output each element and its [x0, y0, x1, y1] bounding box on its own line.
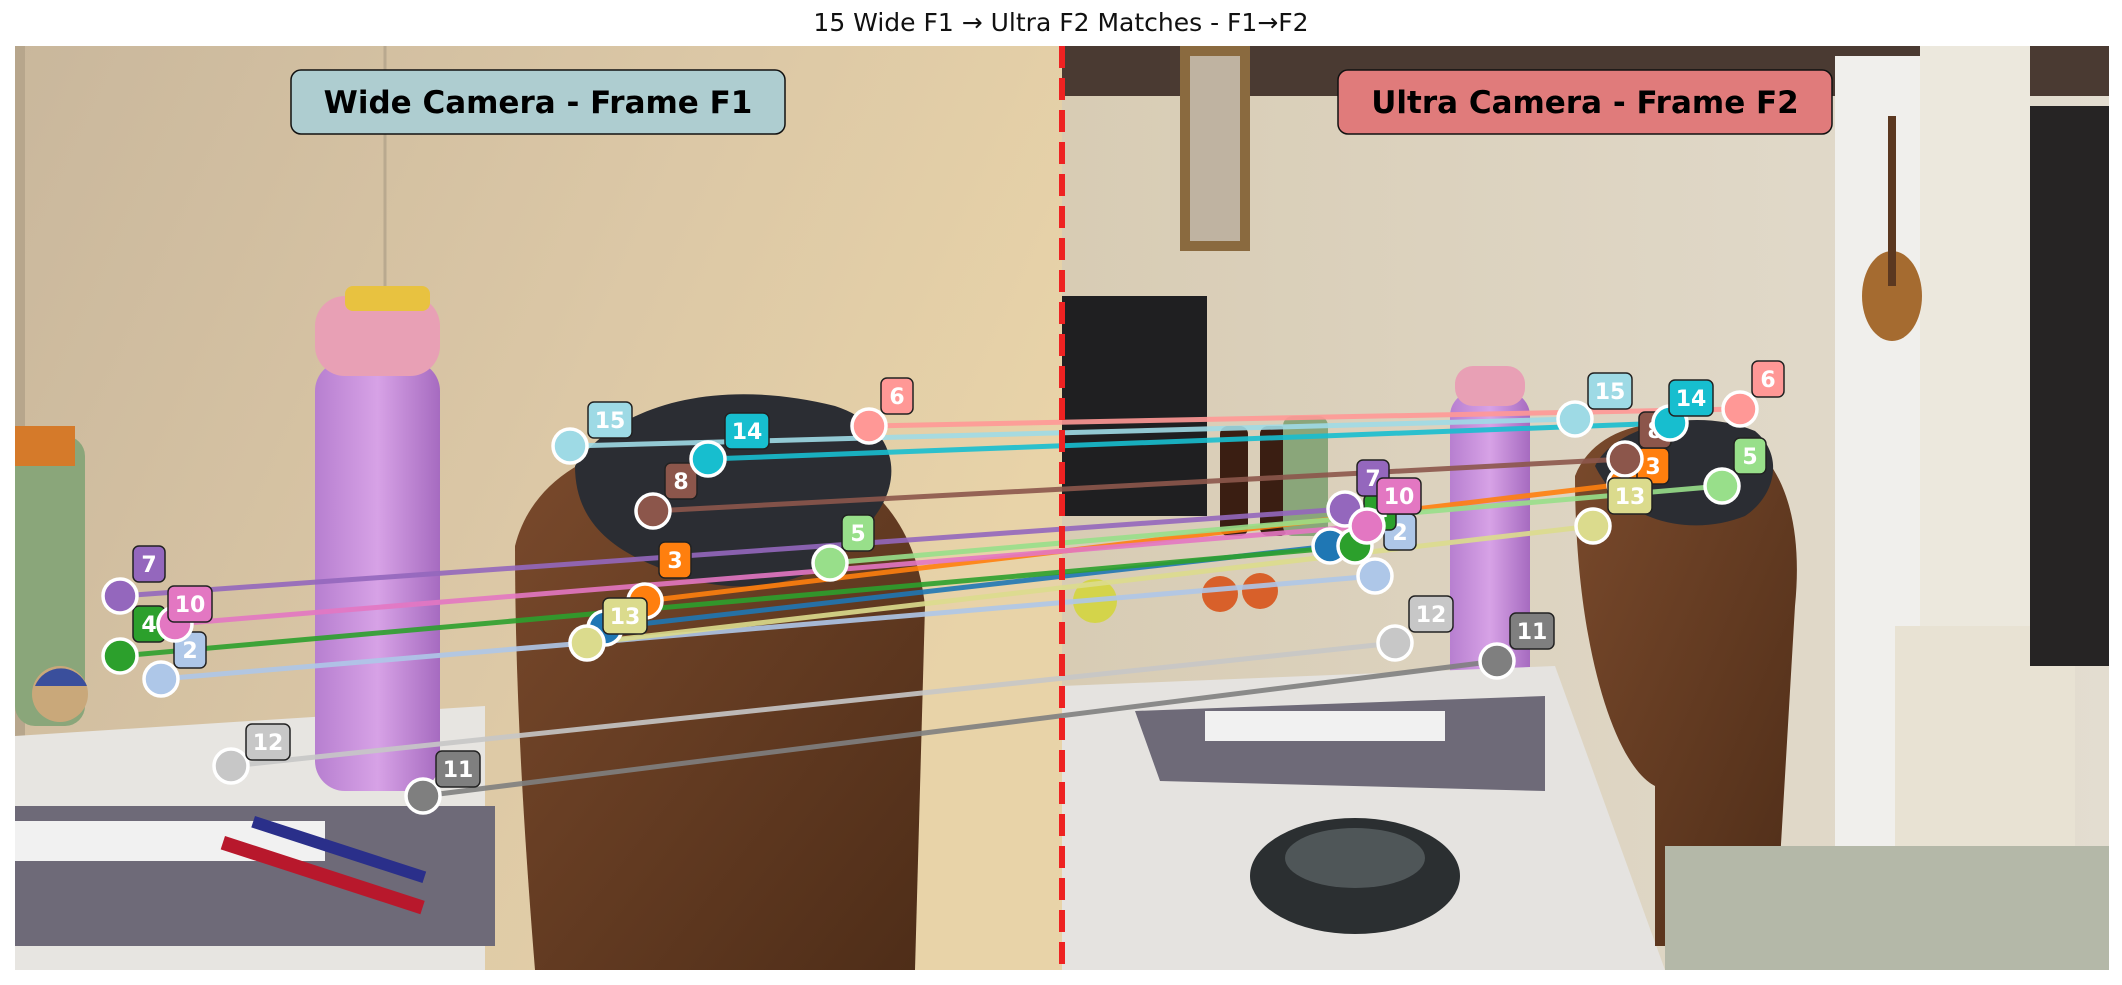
right-panel-title: Ultra Camera - Frame F2	[1371, 85, 1799, 121]
keypoint-label-box-right-15	[1587, 372, 1633, 410]
match-line-3	[644, 481, 1626, 604]
keypoint-left-11	[404, 777, 442, 815]
keypoint-label-right-10: 10	[1384, 485, 1415, 510]
keypoint-label-right-12: 12	[1416, 603, 1447, 628]
keypoint-label-right-11: 11	[1517, 620, 1548, 645]
keypoint-label-right-14: 14	[1676, 387, 1707, 412]
keypoint-label-left-5: 5	[850, 522, 865, 547]
figure-title: 15 Wide F1 → Ultra F2 Matches - F1→F2	[813, 8, 1309, 37]
keypoint-label-left-14: 14	[732, 420, 763, 445]
keypoint-left-13	[568, 624, 606, 662]
keypoint-label-left-10: 10	[175, 593, 206, 618]
keypoint-label-box-left-12	[245, 723, 291, 761]
keypoint-label-left-11: 11	[443, 758, 474, 783]
keypoint-label-box-right-12	[1408, 595, 1454, 633]
keypoint-label-box-right-10	[1376, 477, 1422, 515]
match-canvas: 22334455667788101011111212131314141515 W…	[15, 46, 2109, 970]
match-lines	[119, 406, 1741, 799]
match-figure: 22334455667788101011111212131314141515 W…	[15, 46, 2109, 970]
keypoint-label-box-right-11	[1509, 612, 1555, 650]
left-panel-title: Wide Camera - Frame F1	[324, 85, 753, 121]
keypoint-label-box-right-14	[1668, 379, 1714, 417]
keypoint-label-box-left-8	[664, 462, 698, 500]
keypoint-right-8	[1606, 440, 1644, 478]
keypoint-right-15	[1556, 400, 1594, 438]
keypoint-label-left-12: 12	[253, 731, 284, 756]
keypoint-label-box-left-13	[602, 597, 648, 635]
keypoint-right-11	[1478, 642, 1516, 680]
keypoint-left-6	[850, 407, 888, 445]
right-label-box	[1337, 69, 1833, 135]
keypoint-label-box-right-13	[1607, 477, 1653, 515]
keypoint-label-right-15: 15	[1595, 380, 1626, 405]
keypoint-left-7	[101, 577, 139, 615]
keypoint-left-4	[101, 637, 139, 675]
keypoint-label-box-left-7	[132, 545, 166, 583]
keypoint-right-5	[1703, 467, 1741, 505]
keypoint-left-5	[811, 544, 849, 582]
keypoint-right-6	[1721, 390, 1759, 428]
match-line-13	[586, 523, 1594, 646]
match-line-14	[707, 420, 1671, 462]
match-line-2	[160, 573, 1376, 682]
match-points: 22334455667788101011111212131314141515	[101, 360, 1785, 815]
keypoint-right-13	[1574, 507, 1612, 545]
keypoint-label-box-right-5	[1733, 437, 1767, 475]
keypoint-left-2	[142, 660, 180, 698]
keypoint-label-right-6: 6	[1760, 368, 1775, 393]
right-panel-label: Ultra Camera - Frame F2	[1337, 69, 1833, 135]
keypoint-label-box-right-6	[1751, 360, 1785, 398]
match-line-5	[829, 483, 1723, 566]
keypoint-label-box-left-5	[841, 514, 875, 552]
match-line-4	[119, 543, 1356, 659]
keypoint-label-left-2: 2	[182, 639, 197, 664]
keypoint-label-box-left-6	[880, 377, 914, 415]
keypoint-left-14	[689, 440, 727, 478]
left-panel-label: Wide Camera - Frame F1	[290, 69, 786, 135]
keypoint-label-box-left-14	[724, 412, 770, 450]
keypoint-left-15	[551, 427, 589, 465]
keypoint-label-left-13: 13	[610, 605, 641, 630]
match-line-8	[652, 456, 1626, 514]
keypoint-right-10	[1348, 507, 1386, 545]
keypoint-label-box-left-10	[167, 585, 213, 623]
right-photo	[1062, 46, 2109, 970]
keypoint-label-left-8: 8	[673, 470, 688, 495]
keypoint-left-12	[212, 747, 250, 785]
keypoint-right-2	[1356, 557, 1394, 595]
keypoint-label-left-3: 3	[667, 549, 682, 574]
keypoint-label-right-13: 13	[1615, 485, 1646, 510]
keypoint-right-12	[1376, 624, 1414, 662]
match-line-11	[422, 658, 1498, 799]
keypoint-left-8	[634, 492, 672, 530]
keypoint-label-box-left-15	[587, 401, 633, 439]
match-line-7	[119, 506, 1346, 599]
keypoint-label-right-5: 5	[1742, 445, 1757, 470]
keypoint-label-left-6: 6	[889, 385, 904, 410]
match-line-10	[174, 523, 1368, 627]
keypoint-label-box-left-3	[658, 541, 692, 579]
keypoint-label-left-7: 7	[141, 553, 156, 578]
keypoint-label-right-2: 2	[1392, 521, 1407, 546]
match-line-12	[230, 640, 1396, 769]
left-label-box	[290, 69, 786, 135]
keypoint-label-left-4: 4	[141, 613, 156, 638]
keypoint-label-box-left-11	[435, 750, 481, 788]
match-line-6	[868, 406, 1741, 429]
keypoint-label-left-15: 15	[595, 409, 626, 434]
keypoint-label-right-3: 3	[1645, 455, 1660, 480]
left-photo	[15, 46, 1062, 970]
